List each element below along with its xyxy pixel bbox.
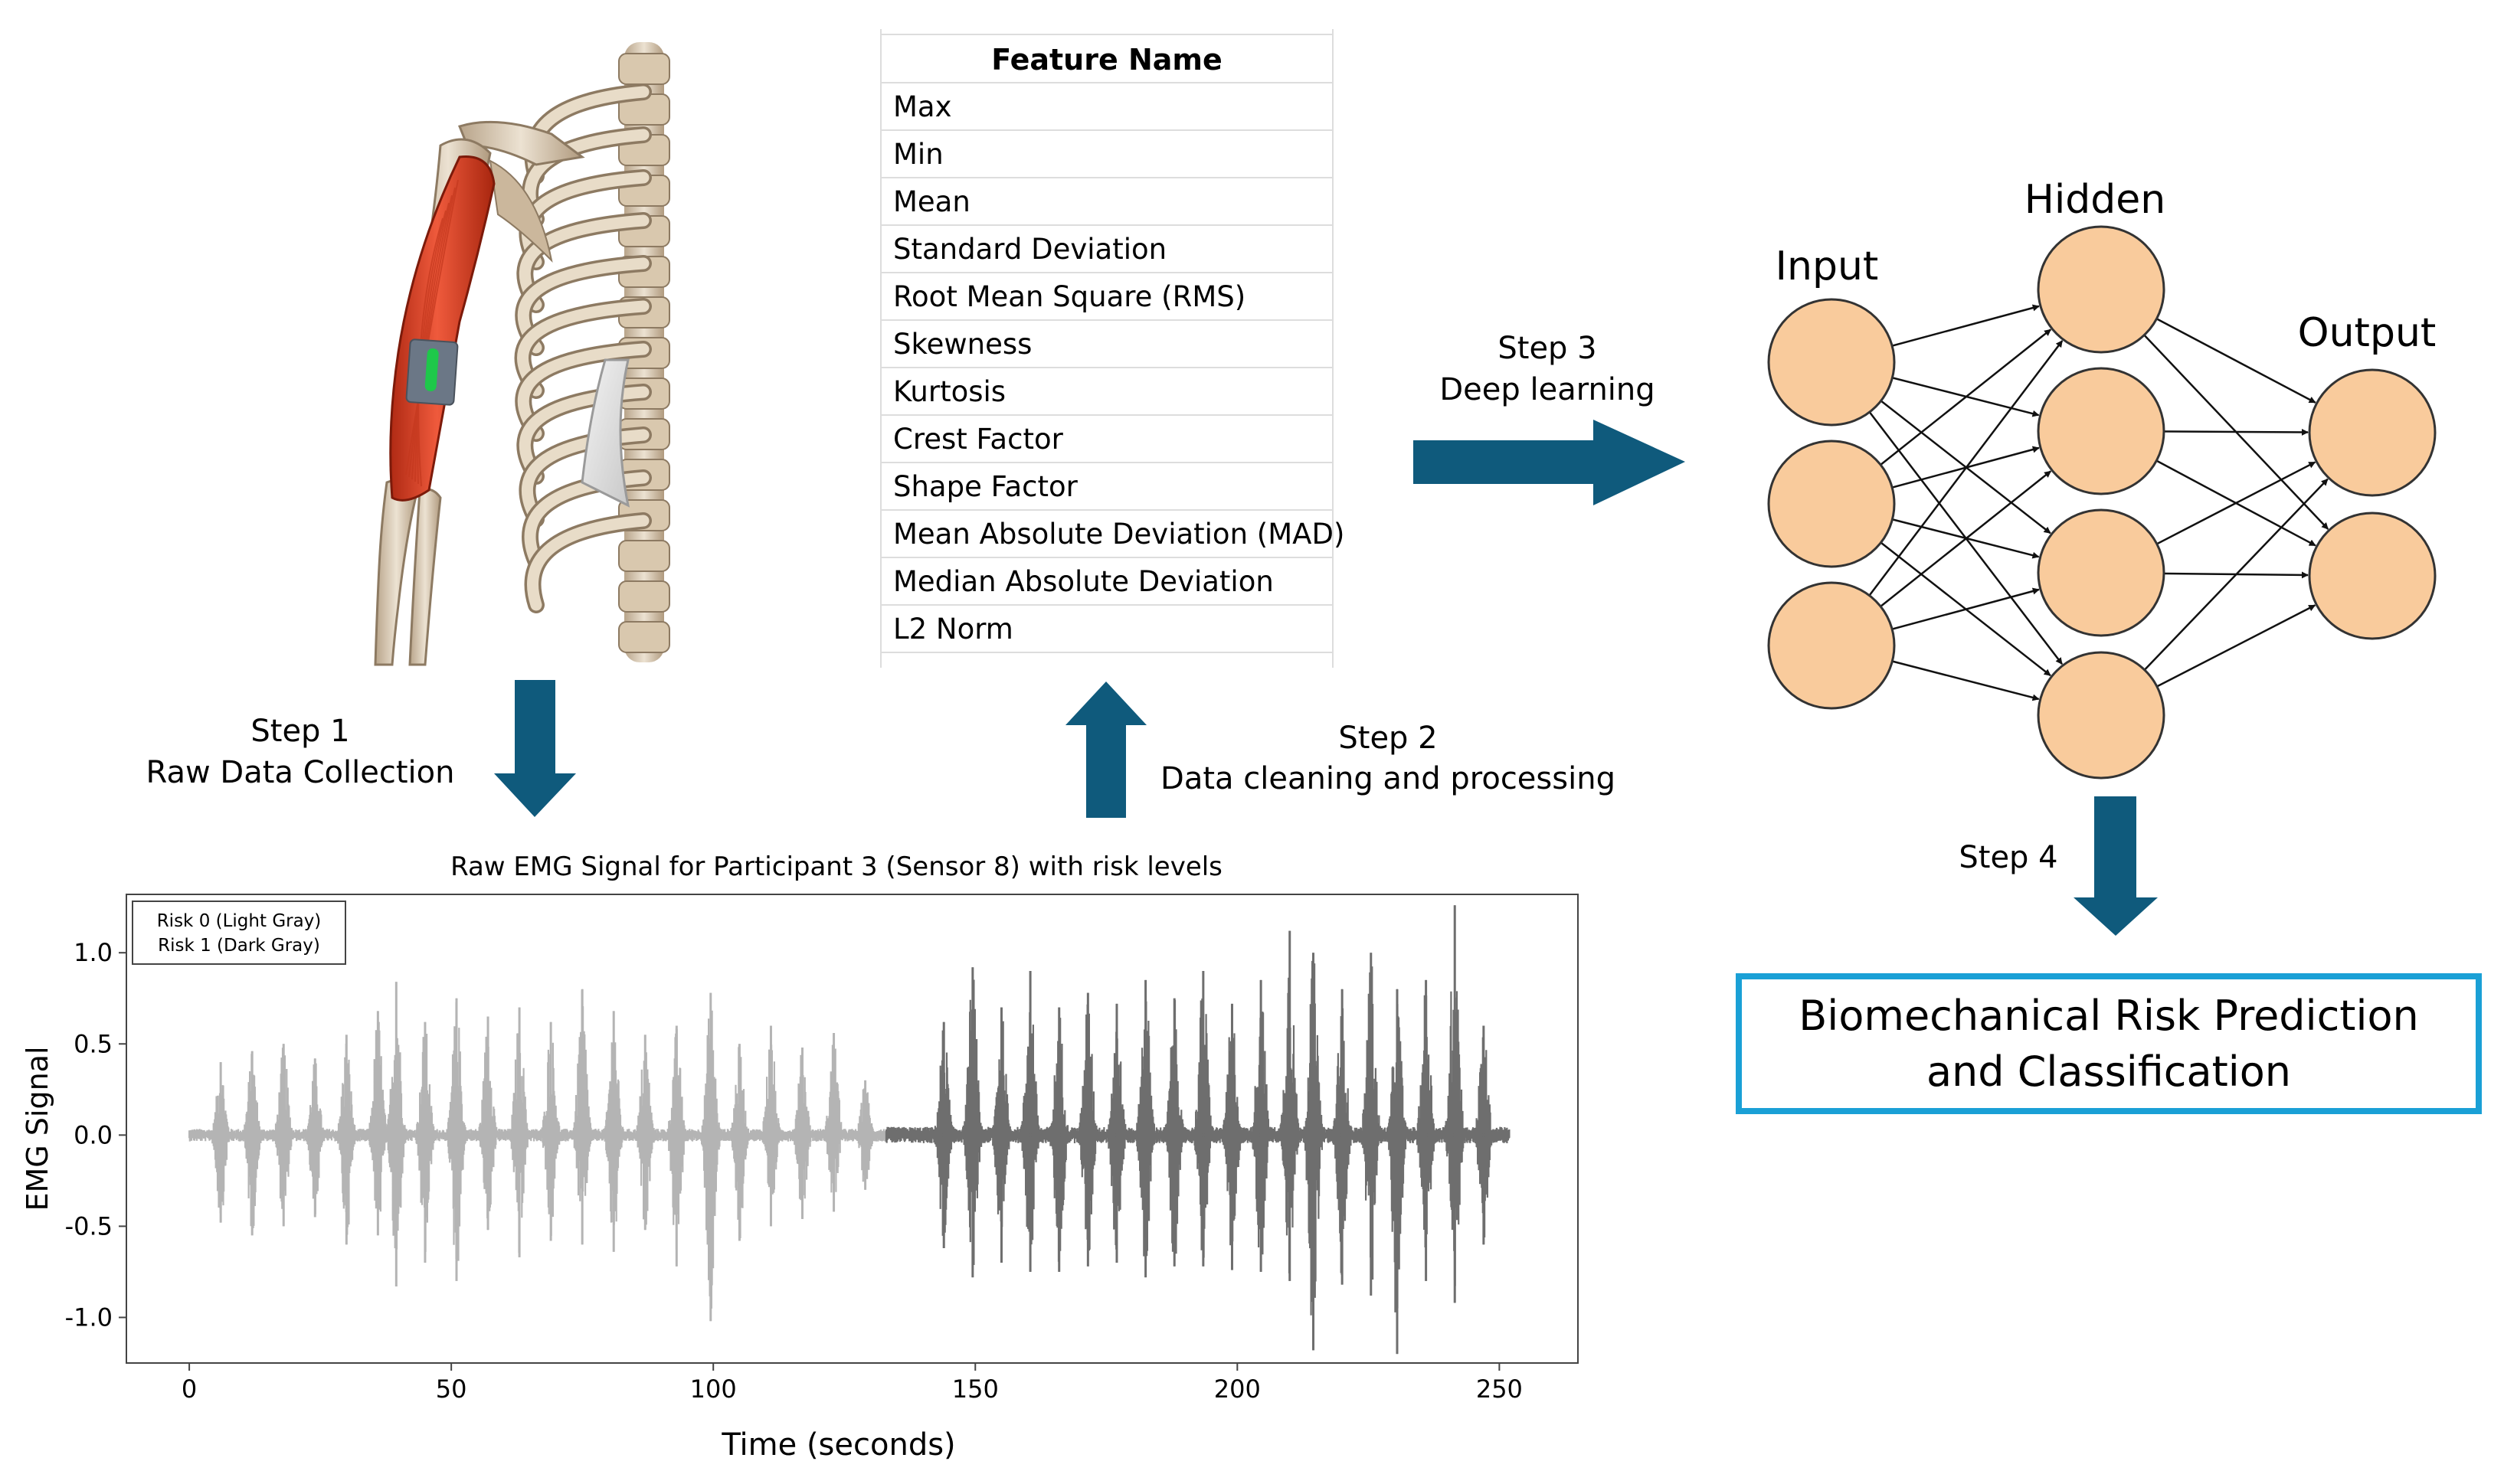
y-tick-label: 1.0 [74,938,113,967]
step4-title: Step 4 [1959,840,2057,875]
input-layer-label: Input [1776,244,1879,289]
network-connection [2119,478,2329,696]
result-line2: and Classification [1926,1048,2291,1096]
scapula-illustration [489,159,553,263]
feature-row: Shape Factor [893,470,1079,503]
feature-row: Crest Factor [893,423,1064,456]
step1-subtitle: Raw Data Collection [146,755,455,790]
emg-chart: Raw EMG Signal for Participant 3 (Sensor… [21,852,1579,1463]
x-tick-label: 100 [690,1374,737,1404]
network-connection [1853,520,2051,677]
output-neuron [2308,368,2437,497]
result-line1: Biomechanical Risk Prediction [1799,992,2418,1040]
network-connection [2119,309,2329,530]
y-axis-label: EMG Signal [21,1046,54,1211]
network-connection [2125,443,2316,547]
ulna-illustration [408,488,442,666]
step3-title: Step 3 [1497,331,1596,366]
network-connection [1853,329,2052,488]
feature-row: Skewness [893,328,1032,361]
step1-arrow [494,680,576,817]
feature-row: Median Absolute Deviation [893,565,1274,598]
x-tick-label: 250 [1476,1374,1523,1404]
feature-row: Min [893,138,944,171]
y-tick-label: -1.0 [65,1303,113,1332]
legend-entry-risk1: Risk 1 (Dark Gray) [158,936,320,956]
result-box: Biomechanical Risk Prediction and Classi… [1736,973,2482,1114]
network-connection [1853,378,2051,534]
chart-legend: Risk 0 (Light Gray) Risk 1 (Dark Gray) [132,901,346,965]
feature-table-header: Feature Name [991,43,1223,77]
risk0-signal [188,982,887,1322]
step1-title: Step 1 [250,714,349,749]
input-neuron [1767,298,1896,427]
y-tick-label: 0.0 [74,1120,113,1149]
step3-subtitle: Deep learning [1439,372,1655,407]
legend-box [132,901,346,965]
step2-arrow [1065,682,1147,818]
hidden-neuron [2037,651,2165,780]
hidden-neuron [2037,225,2165,354]
network-connection [1853,470,2052,629]
feature-row: Standard Deviation [893,233,1167,266]
feature-row: Mean [893,185,971,218]
clavicle-illustration [457,120,585,166]
arm-skeleton-emg-sensor [374,42,670,666]
input-neuron [1767,581,1896,710]
x-tick-label: 0 [182,1374,197,1404]
emg-sensor-icon [405,338,459,406]
x-tick-label: 200 [1214,1374,1261,1404]
feature-row: Mean Absolute Deviation (MAD) [893,518,1344,551]
feature-row: L2 Norm [893,613,1013,646]
output-layer-label: Output [2298,310,2437,356]
costal-cartilage-illustration [581,358,630,508]
x-tick-label: 150 [952,1374,999,1404]
feature-row: Max [893,90,952,123]
input-neuron [1767,440,1896,568]
network-connection [1848,384,2064,665]
step3-arrow [1413,420,1685,505]
x-tick-label: 50 [436,1374,467,1404]
y-tick-label: 0.5 [74,1029,113,1058]
feature-row: Kurtosis [893,375,1006,408]
feature-row: Root Mean Square (RMS) [893,280,1245,313]
x-axis-label: Time (seconds) [721,1427,955,1463]
hidden-neuron [2037,508,2165,637]
biceps-muscle-illustration [389,155,496,502]
legend-entry-risk0: Risk 0 (Light Gray) [157,911,322,931]
y-tick-label: -0.5 [65,1211,113,1240]
hidden-layer-label: Hidden [2024,177,2166,223]
risk1-signal [885,905,1511,1355]
hidden-neuron [2037,367,2165,495]
step2-title: Step 2 [1338,721,1437,756]
step4-arrow [2074,796,2158,936]
plot-frame [126,894,1579,1364]
chart-title: Raw EMG Signal for Participant 3 (Sensor… [450,852,1223,882]
network-connection [1848,340,2064,624]
step2-subtitle: Data cleaning and processing [1160,761,1615,796]
neural-network-diagram: Input Hidden Output [1767,177,2437,780]
output-neuron [2308,512,2437,640]
